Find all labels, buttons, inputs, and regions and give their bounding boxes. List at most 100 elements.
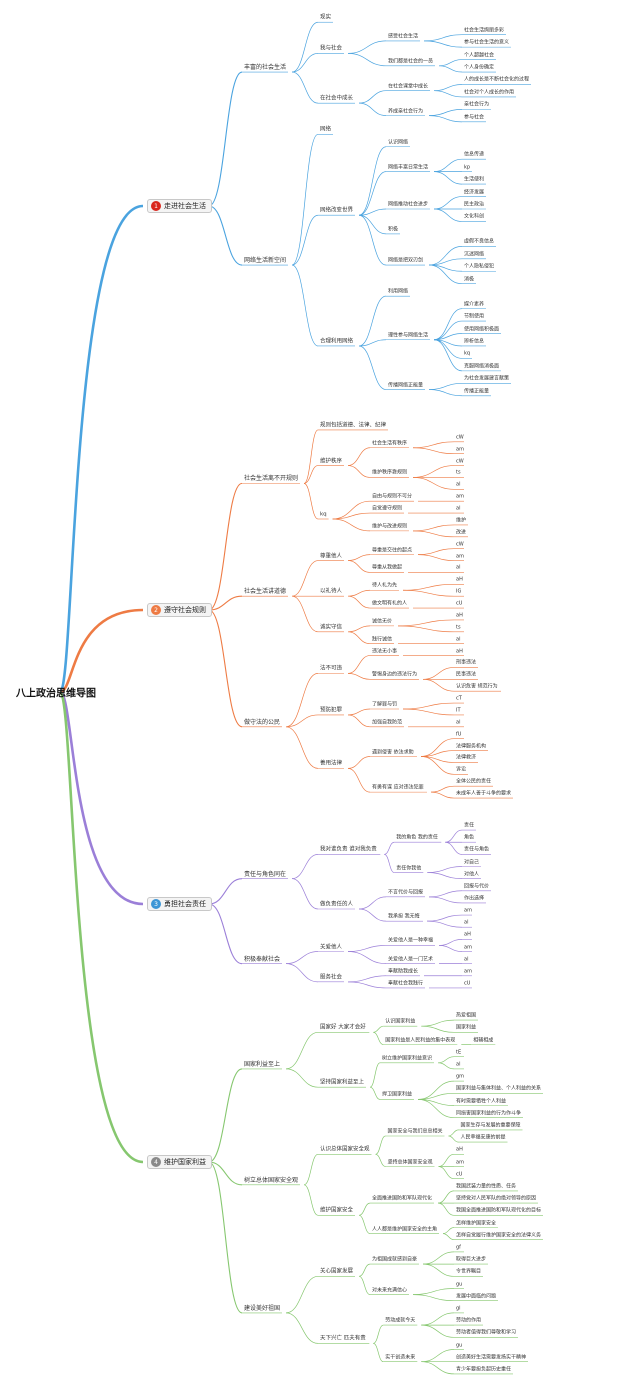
- connector-depth-3: [358, 90, 387, 104]
- map-node-depth-4: IG: [456, 588, 462, 595]
- map-node-depth-2: 关心国家发展: [320, 1268, 354, 1275]
- map-node-depth-2: 在社会中成长: [320, 95, 354, 102]
- connector-depth-1: [208, 205, 243, 266]
- map-node-depth-4: aH: [464, 931, 471, 938]
- connector-depth-3: [358, 214, 387, 266]
- connector-depth-2: [285, 1275, 319, 1314]
- map-node-depth-4: aH: [456, 576, 463, 583]
- map-node-depth-2: 网络: [320, 126, 332, 133]
- connector-depth-4: [412, 1294, 455, 1302]
- map-node-depth-4: 人民幸福安康的前提: [460, 1134, 506, 1141]
- connector-depth-3: [332, 500, 371, 520]
- connector-depth-2: [285, 1031, 319, 1070]
- map-node-depth-4: 劳动者值得我们尊敬和学习: [456, 1329, 517, 1336]
- connector-depth-1: [208, 595, 243, 611]
- map-node-depth-3: 诚信无价: [372, 618, 393, 625]
- map-node-depth-3: 认识网络: [388, 139, 409, 146]
- connector-depth-4: [417, 1080, 455, 1100]
- connector-depth-2: [291, 21, 319, 73]
- connector-depth-4: [428, 382, 463, 390]
- connector-depth-4: [433, 158, 463, 172]
- map-node-depth-4: 使用网络积极面: [464, 326, 500, 333]
- map-node-depth-4: 怎样维护国家安全: [456, 1220, 497, 1226]
- map-node-depth-4: am: [456, 1159, 464, 1165]
- map-node-depth-3: 不言代价与回报: [388, 889, 424, 896]
- connector-depth-3: [358, 345, 387, 390]
- connector-depth-3: [347, 714, 371, 728]
- map-node-depth-3: 捍卫国家利益: [382, 1091, 413, 1098]
- root-title: 八上政治思维导图: [16, 688, 96, 700]
- map-node-depth-2: 我对谁负责 谁对我负责: [320, 846, 377, 853]
- connector-depth-4: [417, 548, 455, 555]
- connector-depth-2: [303, 483, 319, 520]
- number-badge: 4: [151, 1157, 161, 1167]
- map-node-depth-2: 网络改变世界: [320, 207, 354, 214]
- map-node-depth-4: 劳动的作用: [456, 1317, 482, 1324]
- connector-depth-3: [358, 214, 387, 235]
- map-node-depth-1: 社会生活离不开规则: [244, 475, 299, 483]
- connector-depth-1: [208, 1161, 243, 1314]
- connector-depth-4: [433, 308, 463, 341]
- map-node-depth-4: cU: [456, 1171, 463, 1178]
- connector-depth-4: [417, 554, 455, 561]
- map-node-depth-4: 国家利益: [456, 1024, 477, 1031]
- map-node-depth-2: 预防犯罪: [320, 707, 343, 714]
- connector-depth-3: [358, 339, 387, 347]
- map-node-depth-4: 创造美好生活需要发扬实干精神: [456, 1354, 527, 1361]
- connector-depth-3: [347, 951, 387, 964]
- connector-depth-4: [438, 59, 463, 67]
- connector-depth-4: [412, 465, 455, 478]
- map-node-depth-2: 国家好 大家才会好: [320, 1024, 366, 1031]
- connector-depth-4: [421, 1019, 455, 1027]
- connector-depth-4: [438, 1153, 455, 1167]
- connector-depth-4: [417, 1099, 455, 1119]
- map-node-depth-4: 沉迷网络: [464, 251, 485, 258]
- map-node-depth-4: 青少年要担负起历史重任: [456, 1366, 512, 1373]
- connector-depth-3: [347, 673, 371, 680]
- map-node-depth-4: al: [464, 919, 469, 926]
- connector-depth-2: [303, 1153, 319, 1186]
- connector-depth-4: [438, 939, 463, 946]
- connector-depth-4: [428, 246, 463, 266]
- connector-depth-4: [412, 1288, 455, 1295]
- connector-depth-1: [208, 609, 243, 728]
- map-node-depth-3: 自觉遵守规则: [372, 505, 403, 512]
- map-node-depth-4: aH: [456, 612, 463, 619]
- map-node-depth-3: 加强自我防范: [372, 719, 403, 726]
- connector-depth-1: [208, 71, 243, 207]
- map-node-depth-4: 法律服务机构: [456, 743, 487, 750]
- connector-depth-4: [442, 1233, 455, 1241]
- map-node-depth-4: 文化科创: [464, 213, 485, 220]
- connector-depth-3: [347, 595, 371, 609]
- map-node-depth-3: 责任你我他: [396, 865, 422, 872]
- connector-depth-4: [412, 441, 455, 449]
- connector-depth-2: [291, 560, 319, 597]
- connector-depth-3: [358, 171, 387, 216]
- main-branch-line: [59, 608, 144, 694]
- connector-depth-4: [442, 1227, 455, 1234]
- map-node-depth-4: 同损害国家利益的行为作斗争: [456, 1110, 522, 1117]
- connector-depth-4: [437, 1202, 455, 1216]
- map-node-depth-4: 回报与代价: [464, 883, 490, 890]
- connector-depth-1: [208, 878, 243, 905]
- connector-depth-3: [347, 40, 387, 54]
- connector-depth-4: [422, 1263, 455, 1277]
- connector-depth-3: [358, 208, 387, 216]
- connector-depth-4: [422, 667, 455, 680]
- connector-depth-2: [291, 264, 319, 347]
- connector-depth-4: [437, 1062, 455, 1070]
- map-node-depth-3: 遇到侵害 依法求助: [372, 749, 414, 755]
- connector-depth-3: [347, 465, 371, 478]
- map-node-depth-2: 坚持国家利益至上: [320, 1079, 365, 1086]
- connector-depth-1: [208, 1161, 243, 1186]
- map-node-depth-3: 奉献社会我践行: [388, 980, 424, 987]
- connector-depth-4: [426, 920, 463, 928]
- map-node-depth-4: 社会对个人成长的作用: [464, 89, 515, 96]
- connector-depth-1: [208, 482, 243, 611]
- map-node-depth-3: 社会生活有秩序: [372, 440, 408, 447]
- connector-depth-2: [303, 429, 319, 484]
